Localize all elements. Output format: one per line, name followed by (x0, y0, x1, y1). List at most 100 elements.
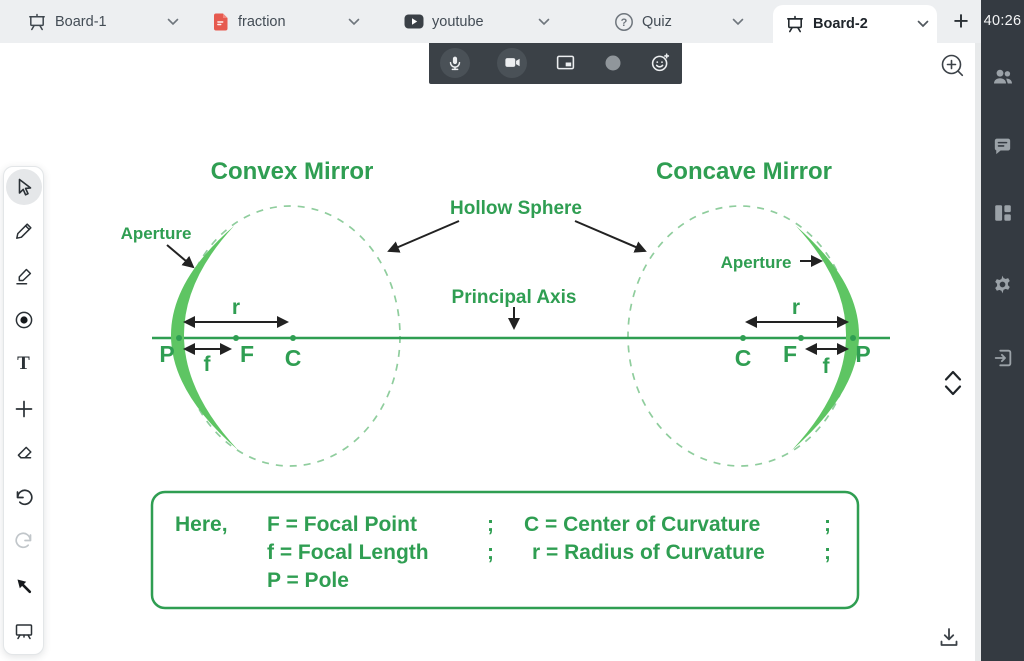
leave-session-button[interactable] (981, 338, 1024, 378)
participants-icon (993, 69, 1012, 84)
chevron-down-icon[interactable] (348, 18, 360, 26)
screen-share-button[interactable] (555, 52, 576, 73)
microphone-button[interactable] (440, 47, 470, 78)
convex-pole-label: P (159, 341, 174, 367)
gear-icon (995, 275, 1010, 293)
convex-mirror-arc (170, 226, 238, 450)
pencil-icon (15, 223, 32, 239)
legend-focal-point: F = Focal Point (267, 513, 417, 536)
settings-button[interactable] (981, 264, 1024, 304)
exit-icon (994, 349, 1011, 367)
tab-fraction[interactable]: fraction (200, 0, 368, 43)
legend-separator: ; (487, 541, 494, 564)
tab-bar: Board-1 fraction youtube (0, 0, 981, 43)
convex-pole-dot (176, 335, 182, 341)
legend-box (150, 490, 860, 610)
concave-focus-dot (798, 335, 804, 341)
right-sidebar: 40:26 (981, 0, 1024, 661)
question-icon: ? (615, 12, 633, 31)
add-tab-button[interactable]: + (953, 6, 969, 36)
add-emoji-icon (651, 53, 670, 72)
select-tool-button[interactable] (5, 169, 42, 205)
convex-mirror-title: Convex Mirror (211, 158, 374, 185)
camera-icon (505, 58, 520, 67)
aperture-right-label: Aperture (721, 253, 792, 272)
convex-focal-label: f (204, 353, 212, 376)
chat-icon (994, 138, 1011, 154)
concave-mirror-arc (792, 226, 860, 450)
concave-mirror-title: Concave Mirror (656, 158, 832, 185)
pdf-file-icon (214, 13, 228, 30)
convex-focus-dot (233, 335, 239, 341)
concave-radius-label: r (792, 296, 800, 319)
chevron-down-icon[interactable] (167, 18, 179, 26)
eraser-tool-button[interactable] (6, 436, 42, 472)
add-shape-tool-button[interactable] (6, 391, 42, 427)
concave-hollow-sphere-circle (627, 205, 853, 467)
record-indicator-button[interactable] (603, 53, 623, 73)
undo-icon (16, 489, 33, 506)
microphone-icon (449, 56, 461, 70)
highlighter-tool-button[interactable] (6, 258, 42, 294)
cursor-icon (18, 178, 31, 196)
chevron-down-icon[interactable] (538, 18, 550, 26)
convex-center-label: C (285, 345, 302, 371)
download-icon (940, 628, 958, 646)
tab-quiz[interactable]: ? Quiz (602, 0, 752, 43)
convex-hollow-sphere-circle (179, 205, 401, 467)
arrow-northwest-icon (17, 579, 31, 594)
zoom-in-icon (941, 54, 964, 77)
undo-button[interactable] (6, 480, 42, 516)
legend-separator: ; (824, 513, 831, 536)
page-navigator (942, 369, 964, 397)
layout-grid-icon (994, 205, 1011, 221)
tab-board-2-active[interactable]: Board-2 (773, 5, 937, 43)
chevron-down-icon[interactable] (732, 18, 744, 26)
participants-button[interactable] (981, 57, 1024, 97)
convex-focus-label: F (240, 341, 254, 367)
concave-pole-label: P (855, 341, 870, 367)
page-down-icon[interactable] (942, 384, 964, 397)
board-manager-button[interactable] (6, 613, 42, 649)
tab-label: youtube (432, 13, 484, 30)
tab-youtube[interactable]: youtube (392, 0, 558, 43)
pointer-arrow-tool-button[interactable] (6, 568, 42, 604)
eraser-icon (17, 446, 32, 459)
download-board-button[interactable] (935, 624, 963, 657)
tab-label: Quiz (642, 13, 672, 30)
concave-focus-label: F (783, 341, 797, 367)
picture-in-picture-icon (556, 55, 574, 70)
convex-center-dot (290, 335, 296, 341)
redo-icon (14, 532, 31, 549)
tab-board-1[interactable]: Board-1 (15, 0, 187, 43)
laser-pointer-tool-button[interactable] (6, 302, 42, 338)
legend-separator: ; (824, 541, 831, 564)
concave-center-dot (740, 335, 746, 341)
tab-label: Board-2 (813, 16, 868, 32)
layout-button[interactable] (981, 193, 1024, 233)
camera-button[interactable] (497, 47, 528, 78)
record-dot-icon (605, 55, 621, 70)
aperture-left-arrow (166, 244, 195, 269)
aperture-left-label: Aperture (121, 224, 192, 243)
pen-tool-button[interactable] (6, 213, 42, 249)
whiteboard-icon (15, 624, 32, 640)
plus-icon (15, 400, 32, 418)
legend-center-curvature: C = Center of Curvature (524, 513, 760, 536)
zoom-in-button[interactable] (938, 51, 968, 86)
youtube-icon (404, 14, 424, 29)
concave-pole-dot (850, 335, 856, 341)
hollow-sphere-left-arrow (387, 220, 460, 253)
page-up-icon[interactable] (942, 369, 964, 382)
convex-radius-label: r (232, 296, 240, 319)
concave-center-label: C (735, 345, 752, 371)
canvas-scrollbar[interactable] (975, 0, 981, 661)
text-tool-button[interactable]: T (6, 346, 42, 382)
redo-button[interactable] (6, 523, 42, 559)
session-timer: 40:26 (983, 13, 1022, 29)
chat-button[interactable] (981, 126, 1024, 166)
reactions-button[interactable] (650, 52, 671, 73)
whiteboard-canvas[interactable]: Convex Mirror Concave Mirror Hollow Sphe… (0, 0, 980, 661)
legend-pole: P = Pole (267, 569, 349, 592)
chevron-down-icon[interactable] (917, 20, 929, 28)
